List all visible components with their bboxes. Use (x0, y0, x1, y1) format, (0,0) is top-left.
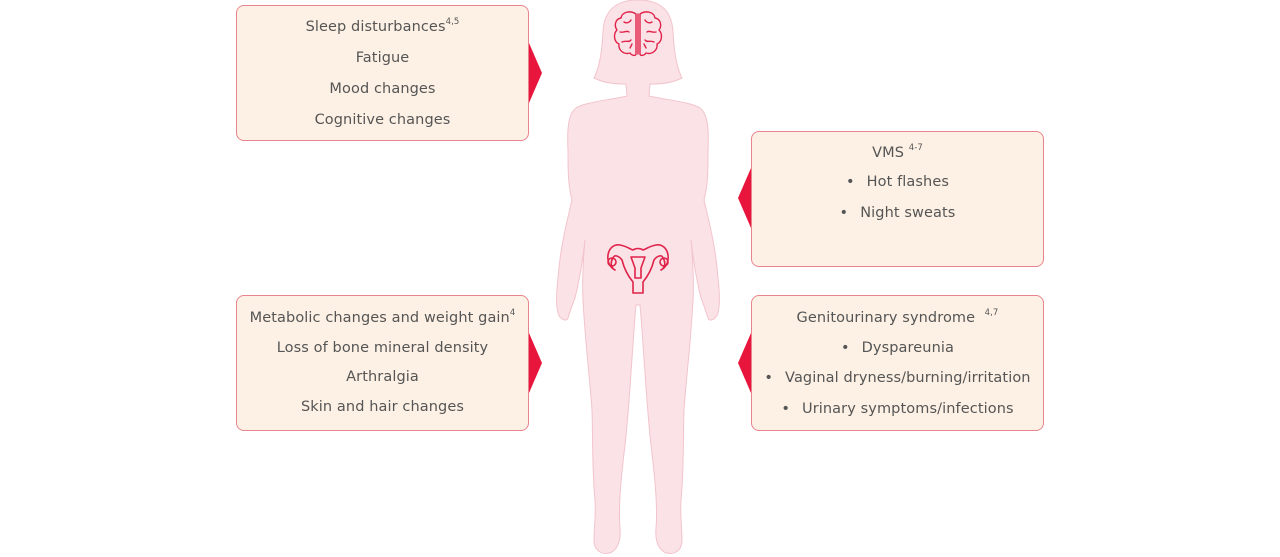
symptom-text: Urinary symptoms/infections (781, 401, 1013, 417)
female-body-silhouette (556, 0, 720, 554)
symptom-text: Metabolic changes and weight gain (249, 310, 510, 326)
symptom-line: Loss of bone mineral density (276, 340, 489, 356)
symptom-bullet: Night sweats (752, 205, 1043, 221)
symptom-line: Arthralgia (346, 369, 419, 385)
symptom-line: Skin and hair changes (300, 399, 464, 415)
brain-icon (613, 11, 663, 57)
symptom-text: Dyspareunia (841, 340, 954, 356)
box-title-text: VMS (872, 145, 905, 161)
symptom-box-neuro: Sleep disturbances4,5 Fatigue Mood chang… (236, 5, 529, 141)
symptom-box-metabolic: Metabolic changes and weight gain4 Loss … (236, 295, 529, 431)
uterus-icon (607, 244, 669, 294)
symptom-line: Sleep disturbances4,5 (237, 17, 528, 35)
symptom-text: Night sweats (840, 205, 956, 221)
pointer-arrow-left (738, 168, 751, 228)
reference-superscript: 4 (509, 308, 516, 318)
box-title-text: Genitourinary syndrome (796, 310, 976, 326)
symptom-text: Vaginal dryness/burning/irritation (764, 370, 1030, 386)
symptom-bullet: Urinary symptoms/infections (752, 401, 1043, 417)
box-title: VMS 4-7 (752, 143, 1043, 161)
pointer-arrow-right (529, 333, 542, 393)
symptom-bullet: Vaginal dryness/burning/irritation (752, 370, 1043, 386)
symptom-line: Cognitive changes (314, 112, 451, 128)
reference-superscript: 4,5 (445, 17, 460, 27)
body-shape (556, 0, 720, 554)
symptom-bullet: Hot flashes (752, 174, 1043, 190)
pointer-arrow-right (529, 43, 542, 103)
symptom-line: Fatigue (355, 50, 410, 66)
symptom-box-genitourinary: Genitourinary syndrome 4,7 Dyspareunia V… (751, 295, 1044, 431)
pointer-arrow-left (738, 333, 751, 393)
symptom-text: Hot flashes (846, 174, 949, 190)
reference-superscript: 4-7 (908, 143, 923, 153)
box-title: Genitourinary syndrome 4,7 (752, 308, 1043, 326)
symptom-bullet: Dyspareunia (752, 340, 1043, 356)
symptom-line: Mood changes (329, 81, 436, 97)
symptom-line: Metabolic changes and weight gain4 (237, 308, 528, 326)
symptom-box-vms: VMS 4-7 Hot flashes Night sweats (751, 131, 1044, 267)
reference-superscript: 4,7 (984, 308, 999, 318)
symptom-text: Sleep disturbances (305, 19, 446, 35)
